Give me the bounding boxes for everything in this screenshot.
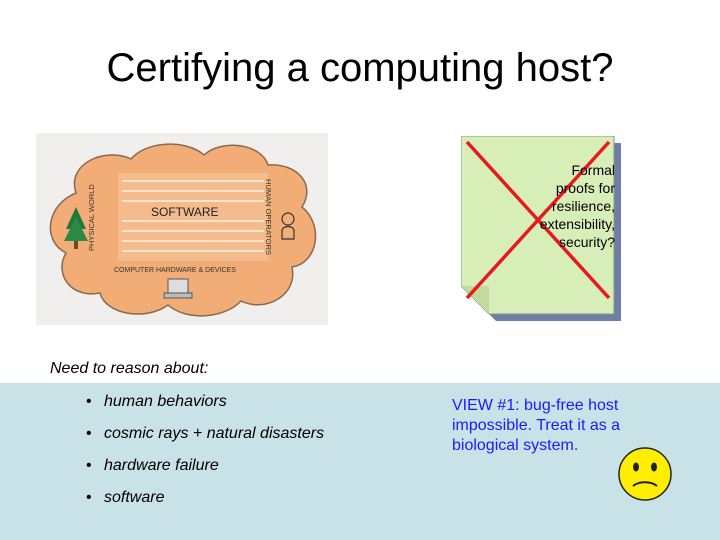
bullet-cosmic-rays: cosmic rays + natural disasters — [86, 424, 324, 456]
note-fold — [461, 286, 489, 314]
bullet-software: software — [86, 488, 324, 520]
computing-host-cloud-diagram: SOFTWARE PHYSICAL WORLD HUMAN OPERATORS … — [36, 133, 328, 325]
note-line: Formal — [571, 162, 615, 178]
note-text: Formal proofs for resilience, extensibil… — [487, 161, 615, 251]
note-line: resilience, — [551, 198, 615, 214]
operator-icon — [281, 212, 295, 240]
bullet-list: human behaviors cosmic rays + natural di… — [86, 392, 324, 520]
neutral-face-icon — [618, 447, 672, 501]
hardware-label: COMPUTER HARDWARE & DEVICES — [114, 267, 236, 274]
binary-lines — [122, 180, 264, 252]
binary-texture — [118, 173, 268, 261]
bullet-human-behaviors: human behaviors — [86, 392, 324, 424]
software-label: SOFTWARE — [151, 205, 219, 219]
bullet-hardware-failure: hardware failure — [86, 456, 324, 488]
crossed-note — [461, 136, 621, 321]
computer-icon — [163, 278, 193, 299]
need-label: Need to reason about: — [50, 360, 209, 377]
note-line: extensibility, — [539, 216, 615, 232]
note-line: security? — [558, 234, 615, 250]
note-line: proofs for — [555, 180, 615, 196]
human-operators-label: HUMAN OPERATORS — [264, 179, 273, 255]
view-text: VIEW #1: bug-free host impossible. Treat… — [452, 397, 621, 454]
tree-icon — [64, 207, 88, 249]
slide-title: Certifying a computing host? — [106, 46, 614, 90]
cross-line-2 — [465, 140, 611, 300]
physical-world-label: PHYSICAL WORLD — [87, 184, 96, 251]
